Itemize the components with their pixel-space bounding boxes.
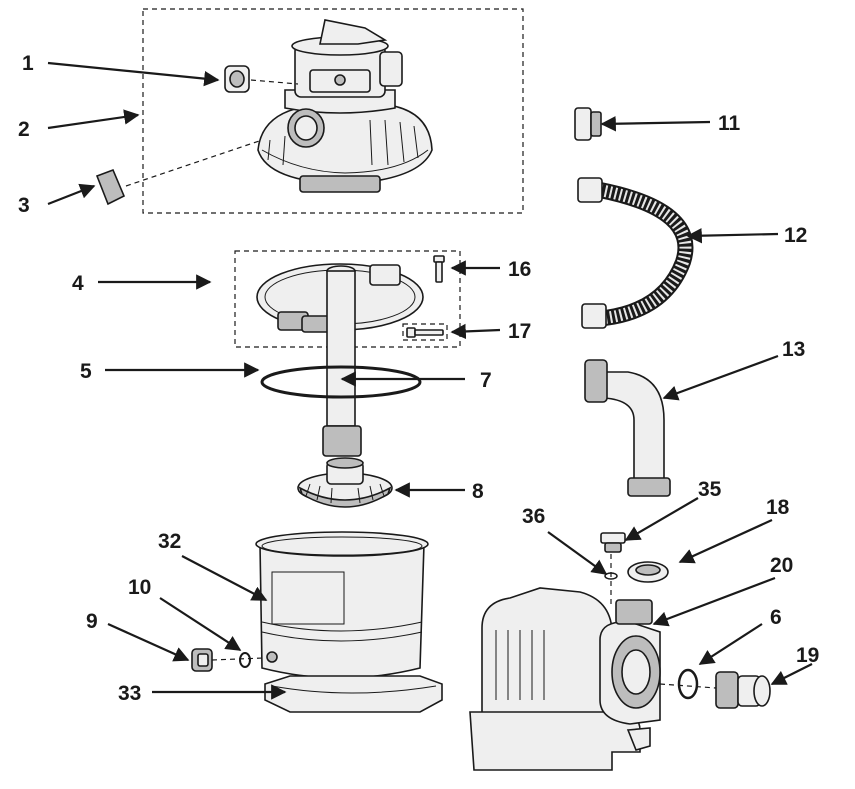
- callout-10: 10: [128, 576, 151, 599]
- callout-1: 1: [22, 52, 34, 75]
- leader-lines: [47, 61, 813, 700]
- part-13-elbow: [584, 359, 671, 497]
- part-33-tank-base: [264, 675, 443, 713]
- part-35-plug: [600, 532, 626, 553]
- multiport-valve: [257, 19, 433, 193]
- part-1-plug: [224, 65, 250, 93]
- part-18-seal: [627, 561, 669, 583]
- part-5-o-ring: [260, 365, 422, 399]
- part-19-union-nut: [715, 671, 771, 709]
- part-7-standpipe: [322, 265, 362, 457]
- valve-assembly-group-box: [142, 8, 524, 214]
- callout-9: 9: [86, 610, 98, 633]
- part-6-o-ring: [677, 668, 699, 700]
- callout-18: 18: [766, 496, 790, 519]
- callout-36: 36: [522, 505, 545, 528]
- callout-labels: 1 2 3 4 5 6 7 8 9 10 11 12 13 16 17 18 1…: [18, 52, 819, 705]
- callout-8: 8: [472, 480, 484, 503]
- callout-17: 17: [508, 320, 531, 343]
- callout-11: 11: [718, 112, 741, 135]
- callout-4: 4: [72, 272, 84, 295]
- callout-7: 7: [480, 369, 492, 392]
- callout-6: 6: [770, 606, 782, 629]
- part-3-cap-nut: [95, 168, 126, 206]
- part-10-drain-o-ring: [239, 652, 251, 668]
- callout-16: 16: [508, 258, 531, 281]
- callout-35: 35: [698, 478, 722, 501]
- callout-32: 32: [158, 530, 181, 553]
- part-17-screw: [402, 323, 448, 341]
- callout-13: 13: [782, 338, 805, 361]
- part-8-lateral-hub: [297, 457, 393, 508]
- pump-housing: [469, 587, 661, 771]
- part-32-filter-tank: [255, 531, 429, 679]
- part-9-drain-cap: [191, 648, 213, 672]
- part-12-hose: [577, 177, 694, 329]
- part-11-adaptor: [574, 107, 602, 141]
- callout-12: 12: [784, 224, 807, 247]
- callout-2: 2: [18, 118, 30, 141]
- callout-19: 19: [796, 644, 819, 667]
- callout-5: 5: [80, 360, 92, 383]
- callout-33: 33: [118, 682, 141, 705]
- callout-3: 3: [18, 194, 30, 217]
- part-16-bolt: [433, 255, 445, 283]
- callout-20: 20: [770, 554, 793, 577]
